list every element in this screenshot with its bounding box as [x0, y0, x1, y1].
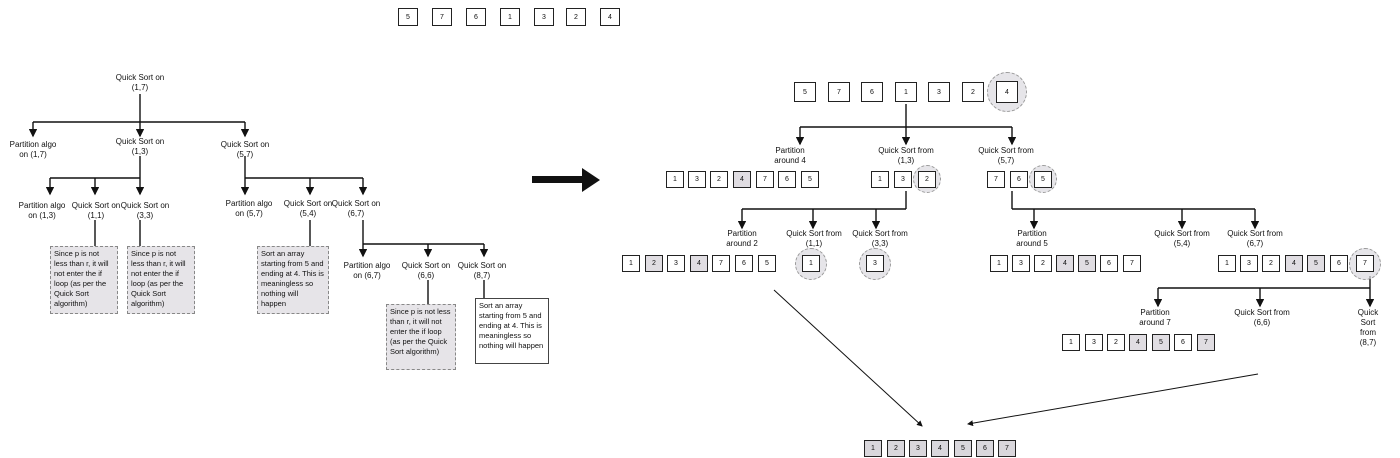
array-cell: 2 [710, 171, 728, 188]
array-cell: 3 [688, 171, 706, 188]
note-p-not-less-3-3: Since p is not less than r, it will not … [127, 246, 195, 314]
array-cell: 3 [1240, 255, 1258, 272]
node-partition-5-7: Partition algo on (5,7) [225, 199, 273, 218]
array-cell: 4 [1056, 255, 1074, 272]
array-cell: 6 [735, 255, 753, 272]
array-cell: 7 [756, 171, 774, 188]
note-p-not-less-6-6: Since p is not less than r, it will not … [386, 304, 456, 370]
array-cell: 2 [645, 255, 663, 272]
array-cell: 5 [758, 255, 776, 272]
array-cell: 6 [1330, 255, 1348, 272]
array-cell: 6 [1010, 171, 1028, 188]
node-qs-from-6-7: Quick Sort from (6,7) [1227, 229, 1283, 248]
pivot-highlight [859, 248, 891, 280]
array-cell: 6 [861, 82, 883, 102]
node-qs-5-7: Quick Sort on (5,7) [220, 140, 270, 159]
array-cell: 5 [398, 8, 418, 26]
array-cell: 7 [1197, 334, 1215, 351]
array-cell: 2 [566, 8, 586, 26]
node-qs-1-3: Quick Sort on (1,3) [115, 137, 165, 156]
array-cell: 1 [871, 171, 889, 188]
array-cell: 5 [794, 82, 816, 102]
array-cell: 2 [1034, 255, 1052, 272]
array-cell-pivot: 2 [918, 171, 936, 188]
array-cell-single: 3 [866, 255, 884, 272]
node-qs-6-7: Quick Sort on (6,7) [331, 199, 381, 218]
array-cell: 1 [864, 440, 882, 457]
array-cell: 5 [1152, 334, 1170, 351]
array-cell: 6 [1100, 255, 1118, 272]
array-cell: 3 [1085, 334, 1103, 351]
array-cell: 7 [998, 440, 1016, 457]
node-qs-from-1-3: Quick Sort from (1,3) [878, 146, 934, 165]
array-cell: 1 [1218, 255, 1236, 272]
array-cell: 1 [895, 82, 917, 102]
node-qs-6-6: Quick Sort on (6,6) [401, 261, 451, 280]
array-cell: 2 [887, 440, 905, 457]
note-p-not-less-1-1: Since p is not less than r, it will not … [50, 246, 118, 314]
array-cell: 1 [666, 171, 684, 188]
array-cell: 4 [733, 171, 751, 188]
node-qs-from-5-7: Quick Sort from (5,7) [978, 146, 1034, 165]
node-qs-from-6-6: Quick Sort from (6,6) [1234, 308, 1290, 327]
array-cell: 1 [990, 255, 1008, 272]
array-cell: 1 [500, 8, 520, 26]
node-qs-from-3-3: Quick Sort from (3,3) [852, 229, 908, 248]
array-cell: 4 [1129, 334, 1147, 351]
array-cell: 2 [1262, 255, 1280, 272]
array-cell: 7 [828, 82, 850, 102]
array-cell: 3 [534, 8, 554, 26]
pivot-highlight [987, 72, 1027, 112]
node-qs-5-4: Quick Sort on (5,4) [283, 199, 333, 218]
array-cell: 2 [962, 82, 984, 102]
array-cell: 3 [894, 171, 912, 188]
array-cell: 3 [1012, 255, 1030, 272]
array-cell: 7 [432, 8, 452, 26]
node-partition-around-4: Partition around 4 [774, 146, 806, 165]
array-cell: 6 [778, 171, 796, 188]
array-cell: 7 [712, 255, 730, 272]
array-cell: 5 [1307, 255, 1325, 272]
array-cell: 6 [466, 8, 486, 26]
node-partition-around-2: Partition around 2 [726, 229, 758, 248]
node-partition-6-7: Partition algo on (6,7) [343, 261, 391, 280]
array-cell: 4 [931, 440, 949, 457]
array-cell-pivot: 7 [1356, 255, 1374, 272]
array-cell: 4 [1285, 255, 1303, 272]
array-cell: 3 [667, 255, 685, 272]
array-cell: 3 [909, 440, 927, 457]
array-cell: 5 [954, 440, 972, 457]
array-cell: 3 [928, 82, 950, 102]
array-cell: 2 [1107, 334, 1125, 351]
array-cell: 1 [1062, 334, 1080, 351]
array-cell: 4 [690, 255, 708, 272]
array-cell: 6 [1174, 334, 1192, 351]
node-root: Quick Sort on (1,7) [115, 73, 165, 92]
node-partition-1-7: Partition algo on (1,7) [9, 140, 57, 159]
array-cell: 5 [1078, 255, 1096, 272]
array-cell-single: 1 [802, 255, 820, 272]
note-empty-array-8-7: Sort an array starting from 5 and ending… [475, 298, 549, 364]
node-partition-1-3: Partition algo on (1,3) [18, 201, 66, 220]
array-cell: 7 [1123, 255, 1141, 272]
array-cell: 1 [622, 255, 640, 272]
array-cell-pivot: 5 [1034, 171, 1052, 188]
node-partition-around-5: Partition around 5 [1016, 229, 1048, 248]
node-qs-from-1-1: Quick Sort from (1,1) [786, 229, 842, 248]
node-partition-around-7: Partition around 7 [1139, 308, 1171, 327]
array-cell: 6 [976, 440, 994, 457]
node-qs-from-8-7: Quick Sort from (8,7) [1357, 308, 1379, 347]
note-empty-array-5-4: Sort an array starting from 5 and ending… [257, 246, 329, 314]
node-qs-3-3: Quick Sort on (3,3) [120, 201, 170, 220]
node-qs-from-5-4: Quick Sort from (5,4) [1154, 229, 1210, 248]
array-cell: 5 [801, 171, 819, 188]
node-qs-1-1: Quick Sort on (1,1) [71, 201, 121, 220]
big-right-arrow [532, 168, 600, 192]
node-qs-8-7: Quick Sort on (8,7) [457, 261, 507, 280]
array-cell-pivot: 4 [996, 81, 1018, 103]
array-cell: 4 [600, 8, 620, 26]
array-cell: 7 [987, 171, 1005, 188]
